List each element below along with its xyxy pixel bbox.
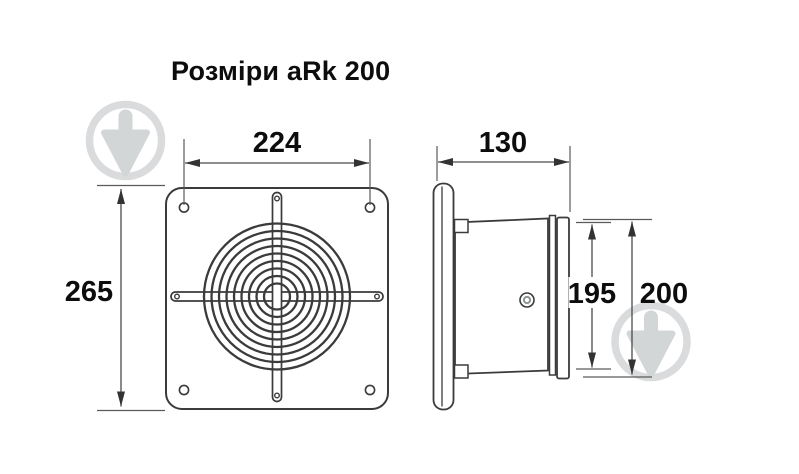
duct-body (454, 217, 549, 375)
dimension-outer-diameter: 200 (583, 218, 688, 378)
dimension-mount-width: 224 (183, 127, 371, 205)
dimension-depth: 130 (436, 127, 571, 212)
dim-label-265: 265 (65, 276, 113, 308)
dim-label-195: 195 (568, 278, 616, 310)
down-arrow-badge-icon (90, 105, 162, 177)
flange-edge (432, 182, 455, 411)
grille-cross (170, 191, 384, 403)
dim-label-130: 130 (479, 127, 527, 159)
dimension-inner-diameter: 195 (568, 221, 616, 370)
dim-label-200: 200 (640, 278, 688, 310)
side-view (432, 182, 570, 411)
down-arrow-badge-icon (615, 306, 687, 378)
duct-collar-bottom (453, 364, 469, 379)
screw-hole (364, 384, 376, 396)
front-view (165, 187, 389, 410)
duct-collar-top (453, 218, 469, 234)
grille-rings (202, 222, 352, 371)
screw-hole (178, 384, 190, 396)
dim-label-224: 224 (253, 127, 301, 159)
duct-groove (548, 214, 557, 376)
dimension-height: 265 (65, 184, 165, 412)
body-screw-center (522, 295, 532, 305)
page-title: Розміри aRk 200 (171, 56, 391, 86)
grille-cross-rivets (173, 195, 381, 399)
